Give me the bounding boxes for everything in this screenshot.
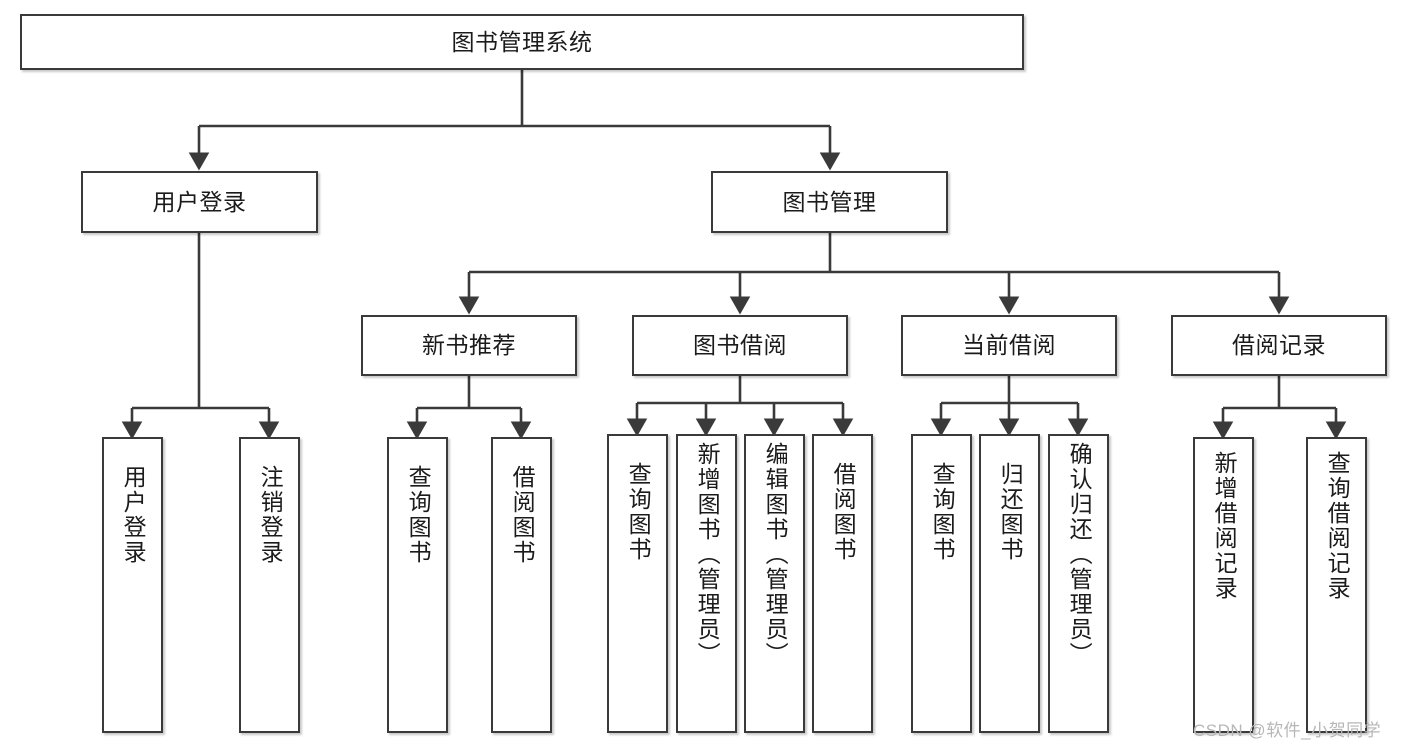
node-leaf-query-record-label: 查询借阅记录: [1324, 451, 1351, 601]
node-current-borrow-label: 当前借阅: [962, 332, 1056, 359]
node-leaf-add-book-label: 新增图书（管理员）: [694, 442, 721, 667]
node-leaf-query-book-1-label: 查询图书: [405, 465, 432, 565]
node-book-manage[interactable]: 图书管理: [711, 171, 948, 233]
node-user-login[interactable]: 用户登录: [81, 171, 318, 233]
node-new-book-recommend[interactable]: 新书推荐: [361, 315, 577, 376]
node-leaf-user-login[interactable]: 用户登录: [102, 437, 163, 733]
node-root[interactable]: 图书管理系统: [20, 14, 1024, 70]
node-leaf-user-login-label: 用户登录: [120, 465, 147, 565]
node-leaf-add-record-label: 新增借阅记录: [1211, 451, 1238, 601]
node-leaf-query-book-3-label: 查询图书: [929, 462, 956, 562]
node-book-borrow[interactable]: 图书借阅: [632, 315, 848, 376]
node-leaf-borrow-book-1[interactable]: 借阅图书: [491, 437, 552, 733]
node-leaf-borrow-book-1-label: 借阅图书: [509, 465, 536, 565]
node-leaf-add-record[interactable]: 新增借阅记录: [1193, 437, 1254, 733]
node-new-book-recommend-label: 新书推荐: [422, 332, 516, 359]
node-current-borrow[interactable]: 当前借阅: [901, 315, 1117, 376]
node-leaf-query-book-3[interactable]: 查询图书: [911, 434, 972, 733]
node-user-login-label: 用户登录: [152, 188, 247, 215]
node-root-label: 图书管理系统: [451, 28, 593, 55]
watermark-text: CSDN @软件_小贺同学: [1193, 721, 1382, 740]
node-leaf-return-book[interactable]: 归还图书: [979, 434, 1040, 733]
node-leaf-query-book-2[interactable]: 查询图书: [607, 434, 668, 733]
node-borrow-record-label: 借阅记录: [1232, 332, 1326, 359]
node-leaf-edit-book[interactable]: 编辑图书（管理员）: [744, 434, 805, 733]
node-borrow-record[interactable]: 借阅记录: [1171, 315, 1387, 376]
node-leaf-query-book-2-label: 查询图书: [625, 462, 652, 562]
node-leaf-edit-book-label: 编辑图书（管理员）: [762, 442, 789, 667]
node-leaf-confirm-return[interactable]: 确认归还（管理员）: [1048, 434, 1109, 733]
node-book-borrow-label: 图书借阅: [693, 332, 787, 359]
node-leaf-borrow-book-2-label: 借阅图书: [830, 462, 857, 562]
node-leaf-query-record[interactable]: 查询借阅记录: [1306, 437, 1367, 733]
node-leaf-query-book-1[interactable]: 查询图书: [387, 437, 448, 733]
node-leaf-logout-login-label: 注销登录: [257, 465, 284, 565]
node-leaf-return-book-label: 归还图书: [997, 462, 1024, 562]
node-leaf-confirm-return-label: 确认归还（管理员）: [1066, 442, 1093, 667]
node-leaf-borrow-book-2[interactable]: 借阅图书: [812, 434, 873, 733]
node-leaf-add-book[interactable]: 新增图书（管理员）: [676, 434, 737, 733]
node-leaf-logout-login[interactable]: 注销登录: [239, 437, 300, 733]
node-book-manage-label: 图书管理: [782, 188, 877, 215]
